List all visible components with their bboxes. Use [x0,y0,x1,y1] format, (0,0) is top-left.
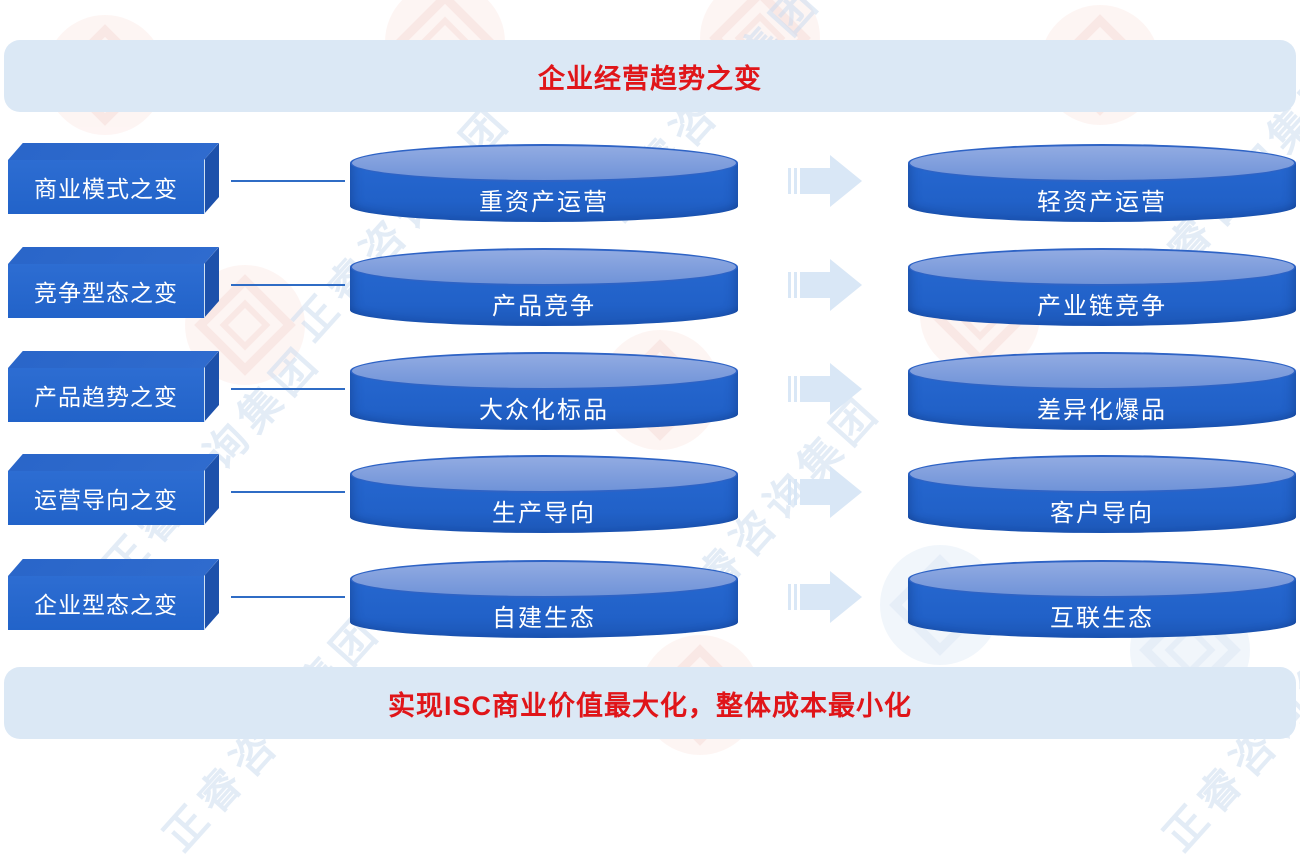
before-label: 自建生态 [492,605,596,632]
box-top-face [8,454,219,471]
before-label: 大众化标品 [479,397,609,424]
box-front-face: 商业模式之变 [8,160,204,214]
before-cylinder: 生产导向 [350,455,738,533]
box-top-face [8,559,219,576]
cylinder-top [908,455,1296,493]
change-label: 企业型态之变 [34,592,178,618]
box-top-face [8,143,219,160]
right-arrow-icon [788,363,862,415]
after-cylinder: 轻资产运营 [908,144,1296,222]
cylinder-top [908,144,1296,182]
connector-line [231,284,345,286]
change-label: 竞争型态之变 [34,280,178,306]
diagram-row: 产品趋势之变 大众化标品 差异化爆品 [0,349,1300,431]
change-box: 竞争型态之变 [8,247,220,319]
right-arrow-icon [788,259,862,311]
change-label: 产品趋势之变 [34,384,178,410]
after-cylinder: 客户导向 [908,455,1296,533]
diagram-row: 商业模式之变 重资产运营 轻资产运营 [0,141,1300,223]
box-front-face: 运营导向之变 [8,471,204,525]
cylinder-top [350,455,738,493]
diagram-row: 企业型态之变 自建生态 互联生态 [0,557,1300,639]
before-label: 重资产运营 [479,189,609,216]
after-label: 产业链竞争 [1037,293,1167,320]
diagram-row: 运营导向之变 生产导向 客户导向 [0,452,1300,534]
connector-line [231,596,345,598]
footer-text: 实现ISC商业价值最大化，整体成本最小化 [387,690,912,721]
page-title: 企业经营趋势之变 [538,63,762,94]
box-front-face: 竞争型态之变 [8,264,204,318]
after-label: 互联生态 [1050,605,1154,632]
after-label: 差异化爆品 [1037,397,1167,424]
after-label: 轻资产运营 [1037,189,1167,216]
before-cylinder: 产品竞争 [350,248,738,326]
connector-line [231,180,345,182]
diagram-row: 竞争型态之变 产品竞争 产业链竞争 [0,245,1300,327]
cylinder-top [908,352,1296,390]
after-cylinder: 差异化爆品 [908,352,1296,430]
right-arrow-icon [788,155,862,207]
before-cylinder: 大众化标品 [350,352,738,430]
right-arrow-icon [788,466,862,518]
change-label: 商业模式之变 [34,176,178,202]
after-cylinder: 产业链竞争 [908,248,1296,326]
title-banner: 企业经营趋势之变 [4,40,1296,112]
change-box: 运营导向之变 [8,454,220,526]
connector-line [231,491,345,493]
box-front-face: 产品趋势之变 [8,368,204,422]
connector-line [231,388,345,390]
box-front-face: 企业型态之变 [8,576,204,630]
change-box: 企业型态之变 [8,559,220,631]
cylinder-top [908,248,1296,286]
after-cylinder: 互联生态 [908,560,1296,638]
cylinder-top [350,144,738,182]
change-label: 运营导向之变 [34,487,178,513]
box-top-face [8,351,219,368]
after-label: 客户导向 [1050,500,1154,527]
change-box: 产品趋势之变 [8,351,220,423]
cylinder-top [350,352,738,390]
cylinder-top [350,560,738,598]
before-label: 生产导向 [492,500,596,527]
cylinder-top [908,560,1296,598]
right-arrow-icon [788,571,862,623]
box-top-face [8,247,219,264]
before-cylinder: 重资产运营 [350,144,738,222]
footer-banner: 实现ISC商业价值最大化，整体成本最小化 [4,667,1296,739]
change-box: 商业模式之变 [8,143,220,215]
before-cylinder: 自建生态 [350,560,738,638]
cylinder-top [350,248,738,286]
before-label: 产品竞争 [492,293,596,320]
